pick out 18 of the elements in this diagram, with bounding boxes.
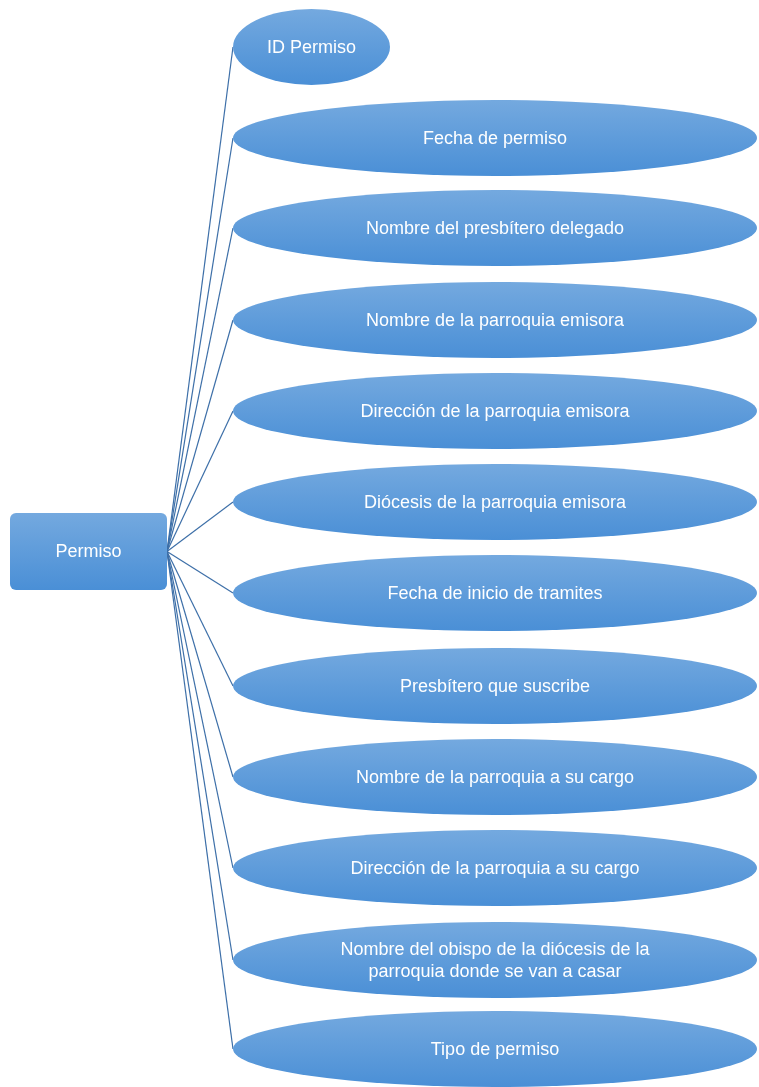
attribute-label: Dirección de la parroquia a su cargo [349,856,641,880]
attribute-label: Nombre de la parroquia emisora [364,308,626,332]
connector-line [166,550,234,687]
attribute-label: Nombre de la parroquia a su cargo [354,765,636,789]
attribute-label: Nombre del obispo de la diócesis de la parroquia donde se van a casar [339,937,651,983]
attribute-label: Presbítero que suscribe [398,674,592,698]
attribute-label: Fecha de permiso [421,126,569,150]
attribute-label: ID Permiso [266,35,357,59]
connector-line [166,410,234,553]
connector-line [166,550,234,594]
attribute-label: Permiso [54,540,123,563]
attribute-label: Fecha de inicio de tramites [386,581,604,605]
attribute-label: Diócesis de la parroquia emisora [362,490,628,514]
attribute-label: Tipo de permiso [429,1037,561,1061]
connector-line [166,501,234,553]
entity-box [10,513,167,590]
attribute-label: Nombre del presbítero delegado [364,216,626,240]
attribute-label: Dirección de la parroquia emisora [359,399,631,423]
